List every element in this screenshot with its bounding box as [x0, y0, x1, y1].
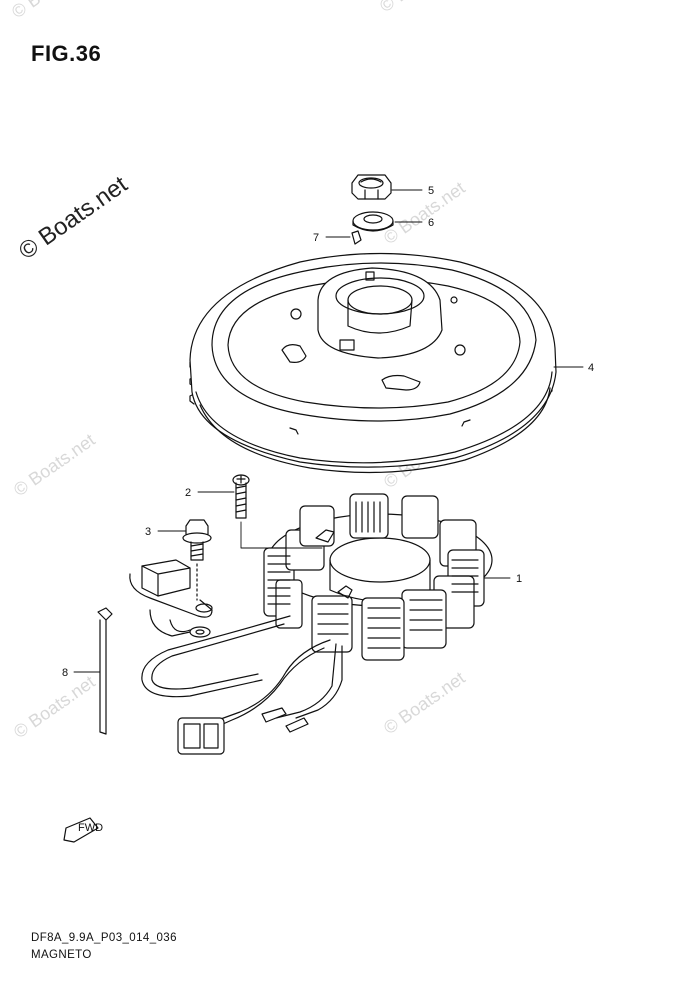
fwd-arrow-icon: [63, 817, 99, 843]
callout-5: 5: [428, 185, 434, 197]
part-flywheel: [189, 252, 557, 474]
callout-4: 4: [588, 362, 594, 374]
callout-1: 1: [516, 573, 522, 585]
leader-lines: [73, 189, 584, 673]
callout-6: 6: [428, 217, 434, 229]
part-key: [351, 230, 362, 245]
part-washer: [352, 211, 394, 232]
part-nut: [351, 174, 392, 200]
wire-harness: [141, 609, 343, 755]
callout-3: 3: [145, 526, 151, 538]
part-stator: [263, 493, 493, 661]
callout-7: 7: [313, 232, 319, 244]
part-cable-tie: [97, 607, 113, 735]
callout-2: 2: [185, 487, 191, 499]
diagram-code: DF8A_9.9A_P03_014_036: [31, 932, 177, 944]
diagram-name: MAGNETO: [31, 949, 92, 961]
figure-title: FIG.36: [31, 41, 102, 66]
callout-8: 8: [62, 667, 68, 679]
part-sensor: [129, 559, 213, 618]
part-screw: [232, 474, 250, 519]
fwd-badge-label: FWD: [78, 822, 103, 834]
part-bolt: [182, 519, 212, 601]
